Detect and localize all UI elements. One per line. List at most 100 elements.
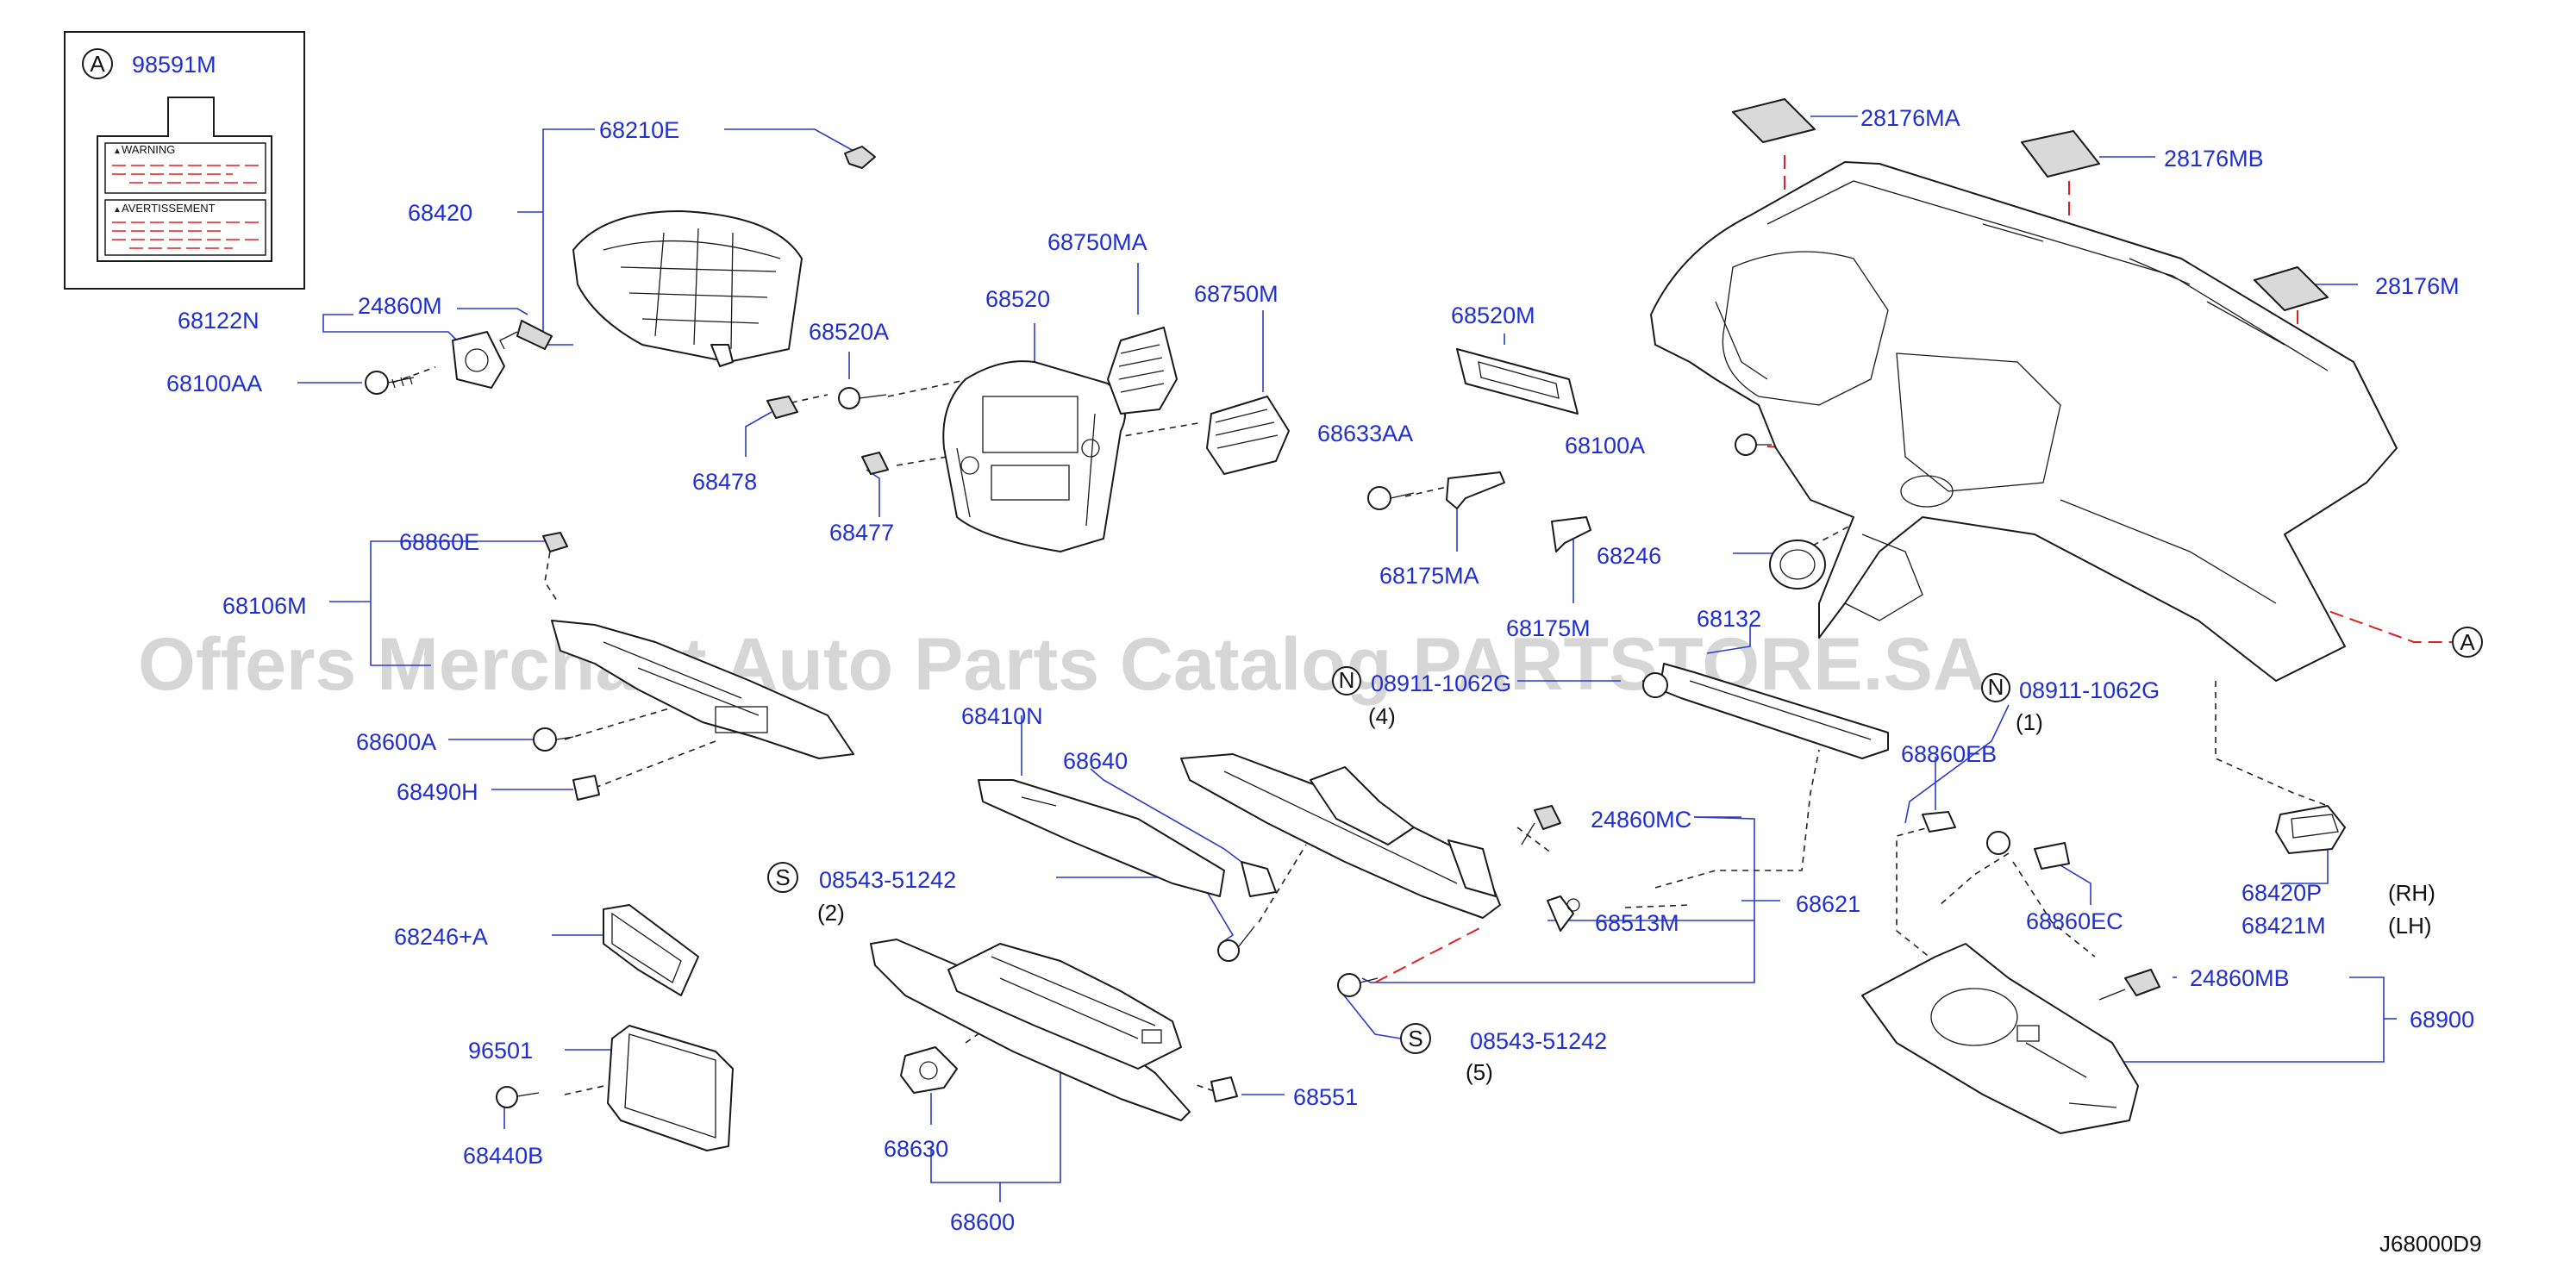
clip-68210E[interactable] (844, 146, 876, 169)
screw-08543-5[interactable] (1337, 973, 1379, 997)
inset-marker: A (90, 51, 105, 77)
bracket-68175M[interactable] (1551, 516, 1591, 552)
screw-68600A[interactable] (533, 727, 574, 752)
part-number-68860EC[interactable]: 68860EC (2026, 908, 2123, 934)
lock-68630[interactable] (900, 1046, 958, 1094)
part-number-68106M[interactable]: 68106M (222, 593, 307, 619)
bracket-68175MA[interactable] (1446, 471, 1505, 509)
screw-68633AA[interactable] (1367, 486, 1415, 510)
part-number-28176MB[interactable]: 28176MB (2164, 146, 2264, 172)
pad-28176MB[interactable] (2021, 130, 2100, 178)
part-number-24860MC[interactable]: 24860MC (1591, 807, 1691, 833)
part-number-68600A[interactable]: 68600A (356, 729, 436, 755)
screw-08543-2[interactable] (1217, 926, 1255, 962)
inset-label-box: A 98591M ▲ WARNING ▲ AVERTISSEMENT (64, 31, 305, 290)
glove-box-68600[interactable] (870, 939, 1191, 1121)
part-number-96501[interactable]: 96501 (468, 1038, 533, 1064)
part-number-68132[interactable]: 68132 (1697, 606, 1761, 632)
harness-24860M[interactable] (499, 320, 553, 350)
part-number-24860M[interactable]: 24860M (358, 293, 442, 319)
bar-68132[interactable] (1642, 663, 1889, 759)
grille-68420P[interactable] (2275, 805, 2346, 854)
clip-68640[interactable] (1241, 861, 1277, 897)
rh-label: (RH) (2388, 880, 2435, 906)
pad-28176MA[interactable] (1732, 98, 1816, 143)
vent-68750M[interactable] (1206, 396, 1290, 475)
part-number-68210E[interactable]: 68210E (599, 117, 679, 143)
panel-68520M[interactable] (1456, 348, 1579, 415)
tray-68246A[interactable] (603, 904, 699, 996)
part-number-68440B[interactable]: 68440B (463, 1143, 543, 1169)
ring-68246[interactable] (1769, 540, 1826, 590)
clip-68860E[interactable] (542, 532, 568, 552)
part-number-08543-2[interactable]: 08543-51242 (819, 867, 956, 893)
box-96501[interactable] (607, 1025, 734, 1151)
part-number-68750M[interactable]: 68750M (1194, 281, 1279, 307)
part-number-24860MB[interactable]: 24860MB (2190, 965, 2290, 991)
center-cluster-68520[interactable] (942, 360, 1126, 552)
harness-24860MC[interactable] (1521, 805, 1561, 845)
part-number-68630[interactable]: 68630 (884, 1136, 948, 1162)
part-number-68551[interactable]: 68551 (1293, 1084, 1358, 1110)
screw-68440B[interactable] (496, 1086, 540, 1108)
clip-68478[interactable] (766, 396, 798, 419)
part-number-68477[interactable]: 68477 (829, 520, 894, 546)
sensor-68513M[interactable] (1547, 895, 1580, 932)
part-number-68122N[interactable]: 68122N (178, 308, 259, 334)
part-number-68860E[interactable]: 68860E (399, 529, 479, 555)
part-number-98591M[interactable]: 98591M (132, 52, 216, 78)
clip-68477[interactable] (861, 452, 889, 475)
part-number-68246[interactable]: 68246 (1597, 543, 1661, 569)
part-number-68410N[interactable]: 68410N (961, 703, 1043, 729)
warning-label-text: WARNING (122, 143, 175, 156)
clip-68490H[interactable] (572, 775, 600, 801)
part-number-68421M[interactable]: 68421M (2241, 913, 2326, 939)
svg-text:▲: ▲ (113, 205, 122, 215)
harness-24860MB[interactable] (2098, 969, 2160, 1001)
part-number-68420P[interactable]: 68420P (2241, 880, 2322, 906)
switch-68122N[interactable] (452, 331, 505, 389)
part-number-08911-4[interactable]: 08911-1062G (1371, 671, 1511, 696)
part-number-68633AA[interactable]: 68633AA (1317, 421, 1413, 446)
part-number-28176MA[interactable]: 28176MA (1860, 105, 1960, 131)
part-number-68175MA[interactable]: 68175MA (1379, 563, 1479, 589)
clip-68551[interactable] (1210, 1076, 1238, 1102)
part-number-68621[interactable]: 68621 (1796, 891, 1860, 917)
part-number-68750MA[interactable]: 68750MA (1047, 229, 1147, 255)
part-number-68520M[interactable]: 68520M (1451, 303, 1535, 328)
part-number-68490H[interactable]: 68490H (397, 779, 478, 805)
trim-68410N[interactable] (978, 779, 1225, 897)
screw-68100A[interactable] (1735, 434, 1772, 456)
nut-08911-1[interactable] (1986, 831, 2010, 855)
vent-68750MA[interactable] (1107, 327, 1178, 415)
part-number-68520[interactable]: 68520 (985, 286, 1050, 312)
part-number-68513M[interactable]: 68513M (1595, 910, 1679, 936)
part-number-68600[interactable]: 68600 (950, 1209, 1015, 1235)
instrument-panel[interactable] (1650, 161, 2398, 682)
part-number-68520A[interactable]: 68520A (809, 319, 889, 345)
pad-28176M[interactable] (2254, 266, 2329, 311)
part-number-68860EB[interactable]: 68860EB (1901, 741, 1997, 767)
part-number-08543-5[interactable]: 08543-51242 (1470, 1028, 1607, 1054)
part-number-68420[interactable]: 68420 (408, 200, 472, 226)
n-marker-1 (1981, 673, 2010, 702)
part-number-08911-1[interactable]: 08911-1062G (2019, 677, 2160, 703)
svg-text:▲: ▲ (113, 147, 122, 156)
screw-68520A[interactable] (838, 387, 887, 409)
qty-5: (5) (1466, 1059, 1493, 1085)
part-number-68100A[interactable]: 68100A (1565, 433, 1645, 459)
clip-68860EB[interactable] (1922, 811, 1956, 833)
lower-panel-68106M[interactable] (551, 620, 854, 759)
console-68900[interactable] (1861, 943, 2139, 1134)
part-number-68175M[interactable]: 68175M (1506, 615, 1591, 641)
meter-hood-68420[interactable] (572, 210, 803, 367)
part-number-68900[interactable]: 68900 (2410, 1007, 2474, 1033)
part-number-68100AA[interactable]: 68100AA (166, 371, 262, 396)
clip-68860EC[interactable] (2034, 842, 2070, 870)
screw-68100AA[interactable] (365, 371, 415, 395)
part-number-68246A[interactable]: 68246+A (394, 924, 488, 950)
part-number-68640[interactable]: 68640 (1063, 748, 1128, 774)
part-number-68478[interactable]: 68478 (692, 469, 757, 495)
frame-68621[interactable] (1180, 753, 1501, 919)
part-number-28176M[interactable]: 28176M (2375, 273, 2460, 299)
